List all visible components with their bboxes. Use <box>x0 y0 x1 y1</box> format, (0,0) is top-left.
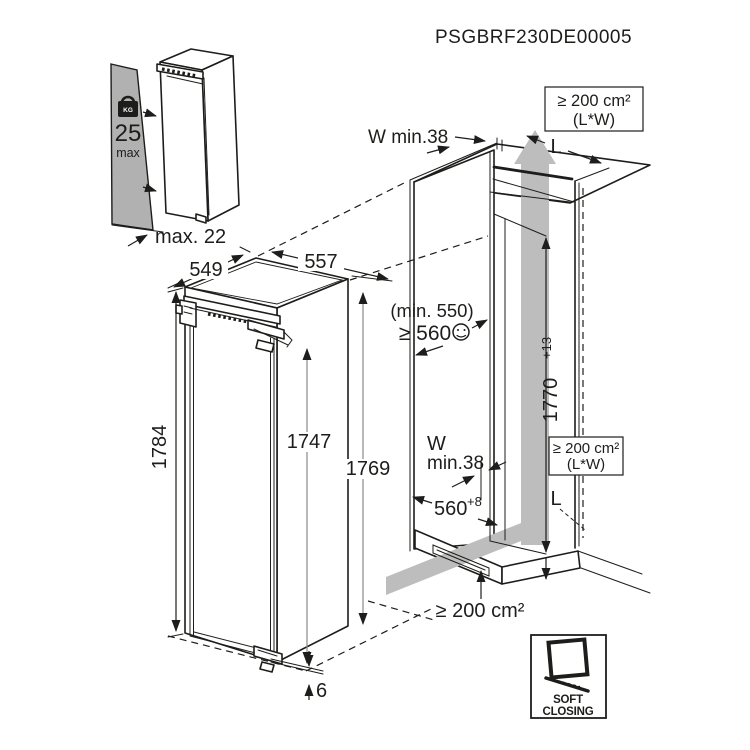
rear-vent-dims-label: (L*W) <box>567 456 605 473</box>
top-vent-area-label: ≥ 200 cm² <box>557 92 631 110</box>
niche-left-wall <box>413 149 495 550</box>
projection-line-corner <box>349 235 489 281</box>
sliding-hinge-top <box>175 295 293 353</box>
rear-vent-area-label: ≥ 200 cm² <box>553 440 620 457</box>
weight-icon: KG <box>118 95 138 117</box>
appliance-depth-label: 549 <box>189 259 222 281</box>
niche-height-label: 1770 <box>540 378 562 423</box>
weight-icon-unit: KG <box>123 107 133 114</box>
soft-closing-icon <box>544 637 590 693</box>
door-panel-figure: KG 25 max max. 22 <box>110 48 240 248</box>
appliance-height-label: 1784 <box>149 425 171 470</box>
appliance-figure: 549 557 1784 1747 1769 6 <box>149 246 432 702</box>
rear-vent-length-label: L <box>550 488 561 510</box>
appliance-door-height-label: 1747 <box>287 431 332 453</box>
niche-width-label: 560 <box>434 498 467 520</box>
niche-height-tolerance: +13 <box>539 337 554 359</box>
niche-width-tolerance: +8 <box>467 494 482 509</box>
door-max-weight: 25 <box>115 120 142 147</box>
niche-top-gap-label: W min.38 <box>368 127 448 148</box>
niche-height-dimension: 1770 +13 <box>539 337 562 422</box>
top-vent-dims-label: (L*W) <box>573 111 615 129</box>
door-mount-arrow-bottom <box>142 183 157 193</box>
door-thickness-label: max. 22 <box>155 226 226 248</box>
niche-depth-label: ≥ 560 <box>399 322 451 345</box>
door-max-weight-suffix: max <box>116 146 140 160</box>
soft-closing-label-line1: SOFT <box>553 694 583 706</box>
niche-figure: W min.38 ≥ 200 cm² (L*W) L (min. 550) ≥ … <box>257 86 651 622</box>
top-vent-area-box: ≥ 200 cm² (L*W) <box>544 86 644 132</box>
top-vent-length-label: L <box>550 136 561 158</box>
plinth-vent-slot <box>432 544 490 577</box>
floor-line-niche <box>367 600 435 621</box>
smiley-icon <box>452 323 470 341</box>
projection-line-top <box>257 181 407 257</box>
airflow-arrowhead <box>514 130 556 164</box>
niche-depth-note: (min. 550) <box>390 300 473 321</box>
soft-closing-badge: SOFT CLOSING <box>530 634 607 719</box>
soft-closing-label-line2: CLOSING <box>543 706 594 718</box>
panel-fridge-front-face <box>159 61 209 222</box>
product-code: PSGBRF230DE00005 <box>435 27 632 48</box>
top-vent-edge <box>492 165 574 181</box>
niche-plinth-side <box>501 550 581 585</box>
rear-vent-area-box: ≥ 200 cm² (L*W) <box>548 436 624 476</box>
appliance-bottom-gap-label: 6 <box>316 680 327 702</box>
sliding-hinge-bottom <box>253 645 283 673</box>
appliance-body-height-label: 1769 <box>346 458 391 480</box>
niche-rear-gap-value: min.38 <box>427 453 484 474</box>
appliance-side-face <box>276 278 349 663</box>
door-mount-arrow-top <box>142 108 157 118</box>
appliance-width-label: 557 <box>304 251 337 273</box>
niche-rear-gap-w: W <box>427 433 446 455</box>
base-vent-area-label: ≥ 200 cm² <box>436 600 525 622</box>
